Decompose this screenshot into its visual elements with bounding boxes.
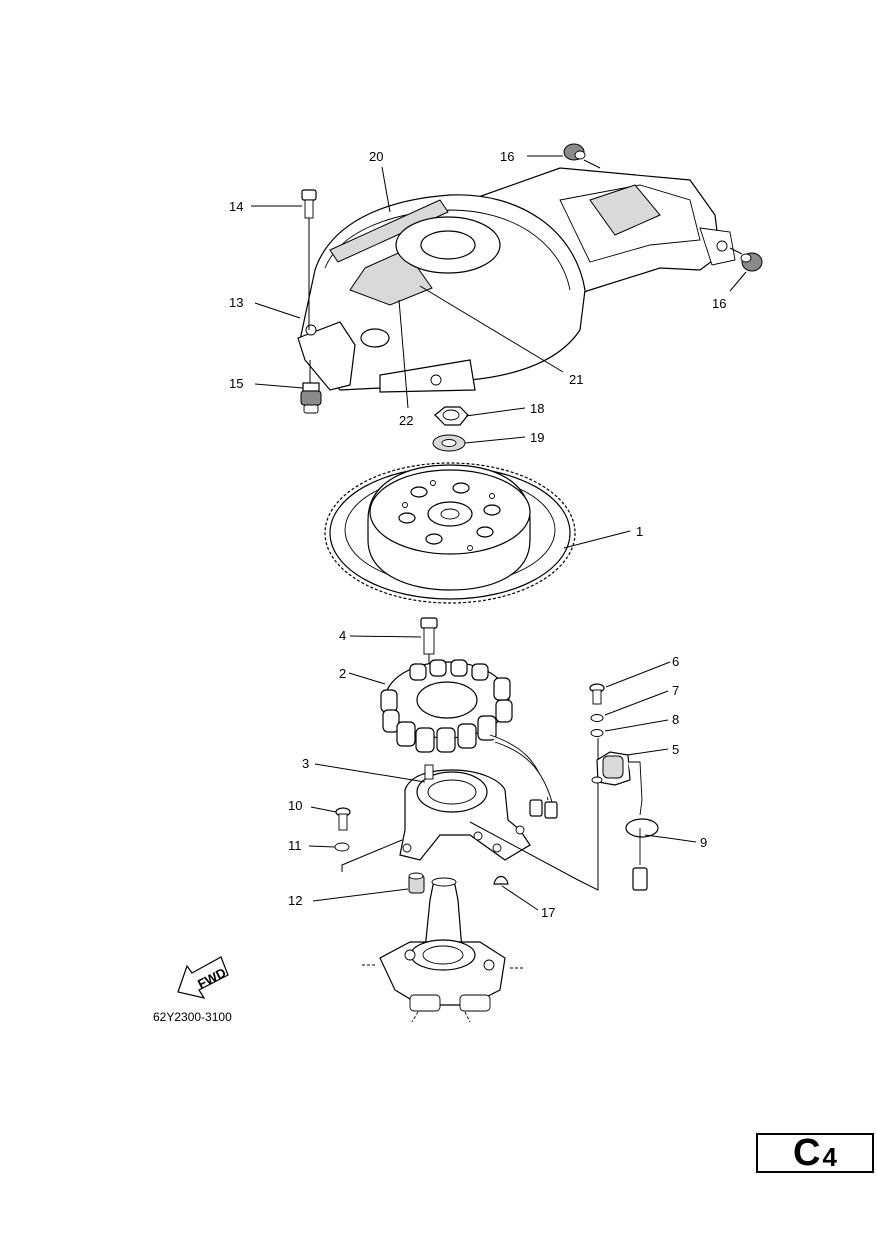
pulser-coil-5 (591, 751, 643, 816)
label-part-10: 10 (288, 798, 302, 813)
label-part-16-top: 16 (500, 149, 514, 164)
label-part-5: 5 (672, 742, 679, 757)
part-labels: 20 16 16 14 13 15 21 22 18 19 1 4 2 6 7 … (229, 149, 726, 920)
page-code-number: 4 (822, 1142, 837, 1172)
grommet-16-right (729, 247, 763, 272)
fwd-arrow-icon: FWD (177, 956, 229, 999)
page-code-badge: C 4 (756, 1133, 874, 1173)
screw-10 (335, 807, 351, 831)
label-part-16-right: 16 (712, 296, 726, 311)
page-code-letter: C (793, 1132, 821, 1174)
nut-18 (434, 406, 469, 426)
bolt-14 (301, 189, 317, 330)
drawing-ref-code: 62Y2300-3100 (153, 1010, 232, 1024)
label-part-3: 3 (302, 756, 309, 771)
washer-19 (432, 434, 466, 452)
label-part-8: 8 (672, 712, 679, 727)
grommet-16-top (563, 143, 601, 169)
label-part-15: 15 (229, 376, 243, 391)
label-part-21: 21 (569, 372, 583, 387)
key-17 (493, 875, 509, 885)
label-part-11: 11 (288, 838, 302, 853)
stator-base (399, 764, 531, 861)
label-part-12: 12 (288, 893, 302, 908)
washer-11 (334, 842, 350, 852)
bolt-4 (420, 617, 438, 700)
label-part-14: 14 (229, 199, 243, 214)
label-part-22: 22 (399, 413, 413, 428)
washer-7 (590, 714, 604, 722)
leader-lines (251, 155, 747, 911)
label-part-19: 19 (530, 430, 544, 445)
flywheel-cover (297, 167, 736, 393)
label-part-9: 9 (700, 835, 707, 850)
label-part-4: 4 (339, 628, 346, 643)
label-part-20: 20 (369, 149, 383, 164)
label-part-2: 2 (339, 666, 346, 681)
label-part-13: 13 (229, 295, 243, 310)
stator (380, 659, 558, 819)
label-part-6: 6 (672, 654, 679, 669)
grommet-15 (300, 360, 322, 414)
label-part-1: 1 (636, 524, 643, 539)
label-part-17: 17 (541, 905, 555, 920)
clamp-9 (625, 818, 669, 891)
screw-6 (589, 683, 605, 705)
crankcase-base (360, 877, 525, 1023)
label-part-7: 7 (672, 683, 679, 698)
flywheel (324, 462, 576, 604)
dowel-12 (408, 872, 425, 894)
label-part-18: 18 (530, 401, 544, 416)
washer-8 (590, 729, 604, 737)
